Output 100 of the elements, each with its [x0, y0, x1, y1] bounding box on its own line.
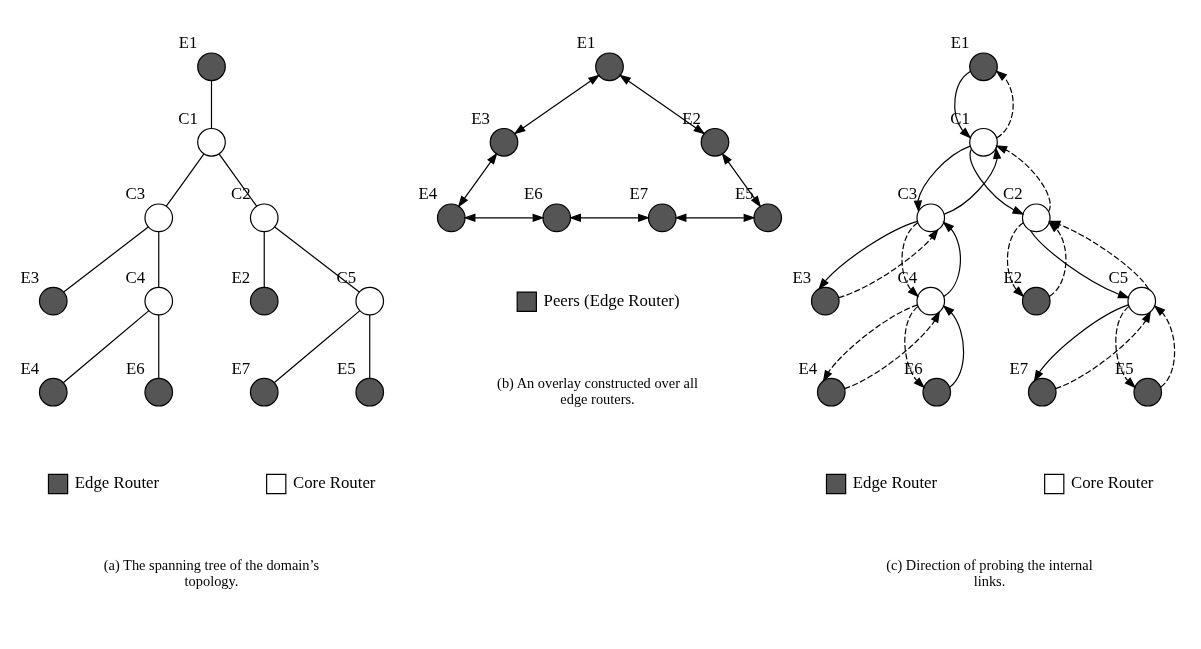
node-label: E3 — [471, 108, 490, 128]
legend-label: Edge Router — [852, 473, 938, 493]
node-circle — [38, 377, 68, 407]
node-circle — [249, 203, 279, 233]
arrow — [618, 74, 706, 135]
arrow — [822, 304, 918, 383]
node-label: E5 — [337, 358, 356, 378]
arrow — [1033, 304, 1129, 383]
node-label: E4 — [20, 358, 40, 378]
node-circle — [969, 127, 998, 157]
node-label: C1 — [178, 108, 198, 128]
node-circle — [197, 127, 226, 157]
node-label: E2 — [231, 267, 251, 287]
node-label: C5 — [1108, 267, 1129, 287]
node-circle — [647, 203, 677, 233]
node-circle — [922, 377, 952, 407]
arrow — [513, 74, 601, 135]
node-circle — [355, 286, 385, 316]
arrow — [463, 213, 545, 222]
node-circle — [249, 286, 279, 316]
connector — [62, 310, 150, 384]
connector — [63, 226, 149, 293]
arrow — [904, 306, 926, 389]
node-circle — [916, 203, 946, 233]
node-label: C2 — [1003, 184, 1023, 204]
legend-label: Core Router — [1071, 473, 1154, 493]
node-circle — [38, 286, 68, 316]
node-circle — [969, 52, 998, 82]
node-label: E4 — [418, 184, 438, 204]
node-label: E2 — [1003, 267, 1023, 287]
arrow — [844, 310, 941, 390]
node-circle — [144, 203, 174, 233]
arrow — [942, 304, 965, 388]
arrow — [721, 152, 762, 208]
node-label: E6 — [524, 184, 543, 204]
node-circle — [810, 286, 840, 316]
node-label: E5 — [1115, 358, 1134, 378]
node-circle — [197, 52, 226, 82]
arrow — [995, 145, 1051, 213]
node-label: C5 — [336, 267, 357, 287]
arrow — [838, 228, 939, 299]
node-label: E3 — [20, 267, 40, 287]
arrow — [995, 70, 1014, 139]
node-circle — [700, 127, 730, 157]
node-label: E6 — [904, 358, 923, 378]
node-label: C4 — [897, 267, 918, 287]
node-label: E7 — [629, 184, 649, 204]
connector — [158, 314, 160, 379]
arrow — [913, 145, 971, 213]
arrow — [818, 220, 918, 291]
node-circle — [753, 203, 783, 233]
arrow — [1055, 310, 1152, 390]
connector — [274, 226, 360, 293]
node-label: C2 — [231, 184, 251, 204]
arrow — [1029, 229, 1130, 299]
node-circle — [595, 52, 624, 82]
label: (b) An overlay constructed over all edge routers. — [497, 375, 698, 407]
node-label: E2 — [682, 108, 701, 128]
arrow — [674, 213, 756, 222]
node-label: E5 — [735, 184, 754, 204]
node-circle — [249, 377, 279, 407]
node-circle — [1027, 377, 1057, 407]
node-label: E1 — [950, 33, 970, 53]
legend-label: Core Router — [293, 473, 376, 493]
node-label: C3 — [897, 184, 918, 204]
legend-label: Edge Router — [74, 473, 160, 493]
label: (c) Direction of probing the internal links. — [886, 557, 1093, 589]
connector — [158, 231, 160, 288]
node-circle — [1133, 377, 1163, 407]
node-label: E6 — [126, 358, 145, 378]
node-label: E1 — [576, 33, 596, 53]
node-circle — [1127, 286, 1157, 316]
arrow — [1006, 222, 1025, 298]
node-circle — [542, 203, 572, 233]
connector — [369, 314, 371, 379]
arrow — [1115, 306, 1137, 389]
arrow — [943, 146, 1002, 215]
node-circle — [816, 377, 846, 407]
node-circle — [489, 127, 519, 157]
label: (a) The spanning tree of the domain’s topology. — [103, 557, 320, 589]
node-circle — [1021, 286, 1051, 316]
arrow — [942, 221, 961, 297]
node-circle — [355, 377, 385, 407]
node-label: E3 — [792, 267, 812, 287]
node-circle — [144, 286, 174, 316]
arrow — [1153, 304, 1176, 388]
arrow — [457, 152, 498, 208]
connector — [273, 310, 361, 384]
node-label: E4 — [798, 358, 818, 378]
node-circle — [1021, 203, 1051, 233]
legend-label: Peers (Edge Router) — [543, 291, 680, 311]
node-label: C3 — [125, 184, 146, 204]
node-label: E7 — [231, 358, 251, 378]
connector — [210, 80, 213, 130]
arrow — [969, 148, 1025, 215]
connector — [263, 231, 265, 288]
connector — [165, 153, 205, 207]
node-circle — [436, 203, 466, 233]
node-circle — [144, 377, 174, 407]
node-label: E1 — [178, 33, 198, 53]
